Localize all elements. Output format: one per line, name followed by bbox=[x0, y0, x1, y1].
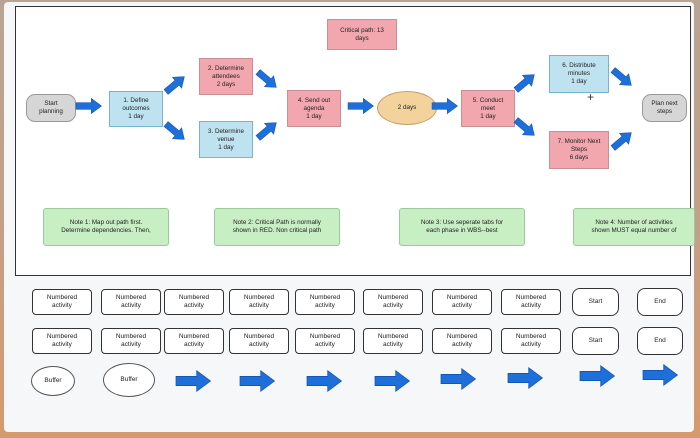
palette-arrow bbox=[306, 370, 342, 392]
palette-arrow bbox=[507, 367, 543, 389]
palette-numbered-activity[interactable]: Numbered activity bbox=[295, 328, 355, 354]
palette-numbered-activity[interactable]: Numbered activity bbox=[295, 289, 355, 315]
palette-arrow bbox=[440, 368, 476, 390]
conduct-meet-node[interactable]: 5. Conduct meet 1 day bbox=[461, 90, 515, 127]
distribute-minutes-node[interactable]: 6. Distribute minutes 1 day bbox=[549, 55, 609, 93]
palette-numbered-activity[interactable]: Numbered activity bbox=[432, 289, 492, 315]
palette-buffer[interactable]: Buffer bbox=[31, 366, 75, 396]
palette-numbered-activity[interactable]: Numbered activity bbox=[32, 328, 92, 354]
arrow-monitor-to-plan bbox=[608, 126, 637, 154]
note-2[interactable]: Note 2: Critical Path is normally shown … bbox=[214, 208, 340, 246]
palette-numbered-activity[interactable]: Numbered activity bbox=[432, 328, 492, 354]
palette-numbered-activity[interactable]: Numbered activity bbox=[229, 289, 289, 315]
note-3[interactable]: Note 3: Use seperate tabs for each phase… bbox=[399, 208, 525, 246]
palette-numbered-activity[interactable]: Numbered activity bbox=[101, 328, 161, 354]
palette-start[interactable]: Start bbox=[572, 327, 619, 355]
plus-icon: + bbox=[587, 90, 595, 104]
define-outcomes-node[interactable]: 1. Define outcomes 1 day bbox=[109, 91, 163, 127]
determine-attendees-node[interactable]: 2. Determine attendees 2 days bbox=[199, 58, 253, 95]
palette-arrow bbox=[579, 365, 615, 387]
palette-arrow bbox=[239, 370, 275, 392]
palette-numbered-activity[interactable]: Numbered activity bbox=[32, 289, 92, 315]
send-agenda-node[interactable]: 4. Send out agenda 1 day bbox=[287, 90, 341, 127]
palette-numbered-activity[interactable]: Numbered activity bbox=[164, 289, 224, 315]
determine-venue-node[interactable]: 3. Determine venue 1 day bbox=[199, 121, 253, 158]
monitor-next-steps-node[interactable]: 7. Monitor Next Steps 6 days bbox=[549, 131, 609, 169]
palette-end[interactable]: End bbox=[637, 288, 683, 316]
note-1[interactable]: Note 1: Map out path first. Determine de… bbox=[43, 208, 169, 246]
palette-numbered-activity[interactable]: Numbered activity bbox=[501, 289, 561, 315]
arrow-define-to-venue bbox=[161, 118, 190, 146]
palette-numbered-activity[interactable]: Numbered activity bbox=[101, 289, 161, 315]
note-4[interactable]: Note 4: Number of activities shown MUST … bbox=[573, 208, 695, 246]
start-planning-node[interactable]: Start planning bbox=[26, 94, 76, 122]
palette-numbered-activity[interactable]: Numbered activity bbox=[164, 328, 224, 354]
arrow-define-to-attendees bbox=[161, 70, 190, 98]
palette-buffer[interactable]: Buffer bbox=[103, 363, 155, 397]
palette-numbered-activity[interactable]: Numbered activity bbox=[229, 328, 289, 354]
plan-next-steps-node[interactable]: Plan next steps bbox=[642, 94, 687, 122]
critical-path-label[interactable]: Critical path: 13 days bbox=[327, 19, 397, 50]
diagram-area: Critical path: 13 days Start planning 1.… bbox=[15, 6, 695, 276]
arrow-meet-to-monitor bbox=[511, 114, 540, 142]
arrow-venue-to-agenda bbox=[253, 116, 282, 144]
arrow-start-to-define bbox=[75, 98, 102, 114]
palette-numbered-activity[interactable]: Numbered activity bbox=[363, 289, 423, 315]
palette-arrow bbox=[374, 370, 410, 392]
arrow-attendees-to-agenda bbox=[253, 66, 282, 94]
palette-arrow bbox=[642, 364, 678, 386]
palette-numbered-activity[interactable]: Numbered activity bbox=[363, 328, 423, 354]
palette-numbered-activity[interactable]: Numbered activity bbox=[501, 328, 561, 354]
slide-page: Critical path: 13 days Start planning 1.… bbox=[4, 2, 695, 432]
arrow-agenda-to-2days bbox=[347, 98, 374, 114]
arrow-2days-to-meet bbox=[431, 98, 458, 114]
palette-start[interactable]: Start bbox=[572, 288, 619, 316]
palette-arrow bbox=[175, 370, 211, 392]
arrow-distribute-to-plan bbox=[608, 64, 637, 92]
palette-end[interactable]: End bbox=[637, 327, 683, 355]
arrow-meet-to-distribute bbox=[511, 68, 540, 96]
